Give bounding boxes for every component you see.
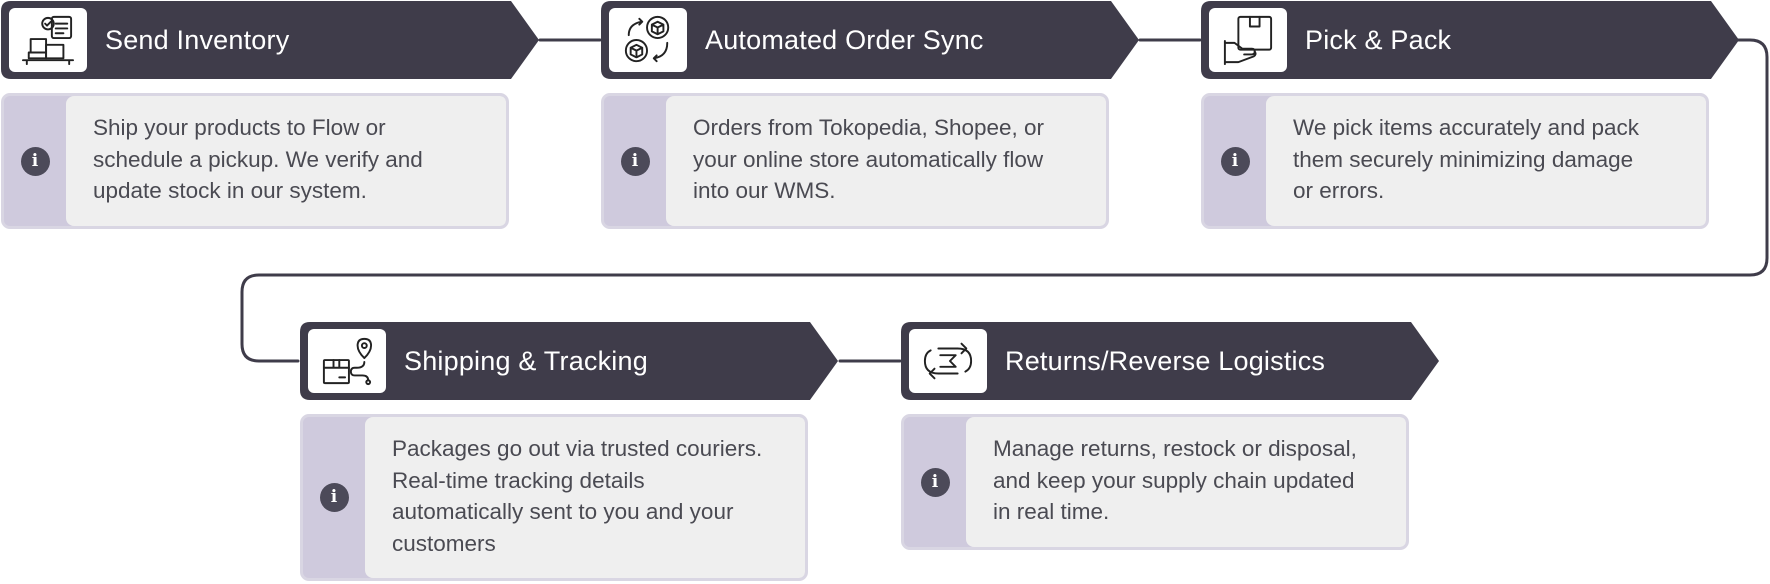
hand-holding-box-icon xyxy=(1209,8,1287,72)
step-title: Returns/Reverse Logistics xyxy=(1005,346,1326,376)
info-column: i xyxy=(303,417,365,578)
step-title: Send Inventory xyxy=(105,25,290,55)
info-icon: i xyxy=(20,146,50,176)
connector-3-4 xyxy=(240,38,1769,363)
box-route-location-pin-icon xyxy=(308,329,386,393)
description-line: Orders from Tokopedia, Shopee, or xyxy=(693,115,1045,140)
info-icon: i xyxy=(1220,146,1250,176)
step-description-card: i We pick items accurately and pack them… xyxy=(1201,93,1709,229)
step-banner xyxy=(601,1,1139,79)
step-description: Orders from Tokopedia, Shopee, or your o… xyxy=(666,96,1106,226)
description-line: into our WMS. xyxy=(693,178,836,203)
step-banner xyxy=(1,1,539,79)
description-line: schedule a pickup. We verify and xyxy=(93,146,423,172)
info-column: i xyxy=(1204,96,1266,226)
step-description: Packages go out via trusted couriers. Re… xyxy=(365,417,805,578)
description-line: Packages go out via trusted couriers. xyxy=(392,436,763,461)
step-description-card: i Packages go out via trusted couriers. … xyxy=(300,414,808,581)
step-banner xyxy=(300,322,838,400)
step-title: Pick & Pack xyxy=(1305,25,1452,55)
sync-boxes-arrows-icon xyxy=(609,8,687,72)
description-line: them securely minimizing damage xyxy=(1293,146,1634,172)
description-line: We pick items accurately and pack xyxy=(1293,115,1639,140)
description-line: Manage returns, restock or disposal, xyxy=(993,436,1357,461)
info-column: i xyxy=(604,96,666,226)
description-line: or errors. xyxy=(1293,178,1385,203)
step-banner xyxy=(1201,1,1739,79)
description-line: Ship your products to Flow or xyxy=(93,115,386,140)
info-column: i xyxy=(4,96,66,226)
info-icon: i xyxy=(319,483,349,512)
step-description-card: i Ship your products to Flow or schedule… xyxy=(1,93,509,229)
step-description: Manage returns, restock or disposal, and… xyxy=(966,417,1406,547)
description-line: customers xyxy=(392,530,496,556)
step-description-card: i Manage returns, restock or disposal, a… xyxy=(901,414,1409,550)
step-banner xyxy=(901,322,1439,400)
description-line: update stock in our system. xyxy=(93,178,367,203)
description-line: Real-time tracking details xyxy=(392,467,645,493)
description-line: your online store automatically flow xyxy=(693,146,1044,172)
info-column: i xyxy=(904,417,966,547)
step-description: Ship your products to Flow or schedule a… xyxy=(66,96,506,226)
description-line: in real time. xyxy=(993,499,1110,524)
return-cycle-arrows-icon xyxy=(909,329,987,393)
step-title: Shipping & Tracking xyxy=(404,346,648,376)
step-title: Automated Order Sync xyxy=(705,25,984,55)
info-icon: i xyxy=(920,467,950,497)
step-description: We pick items accurately and pack them s… xyxy=(1266,96,1706,226)
inventory-boxes-checklist-icon xyxy=(9,8,87,72)
info-icon: i xyxy=(620,146,650,176)
description-line: and keep your supply chain updated xyxy=(993,467,1355,493)
description-line: automatically sent to you and your xyxy=(392,499,734,524)
step-description-card: i Orders from Tokopedia, Shopee, or your… xyxy=(601,93,1109,229)
